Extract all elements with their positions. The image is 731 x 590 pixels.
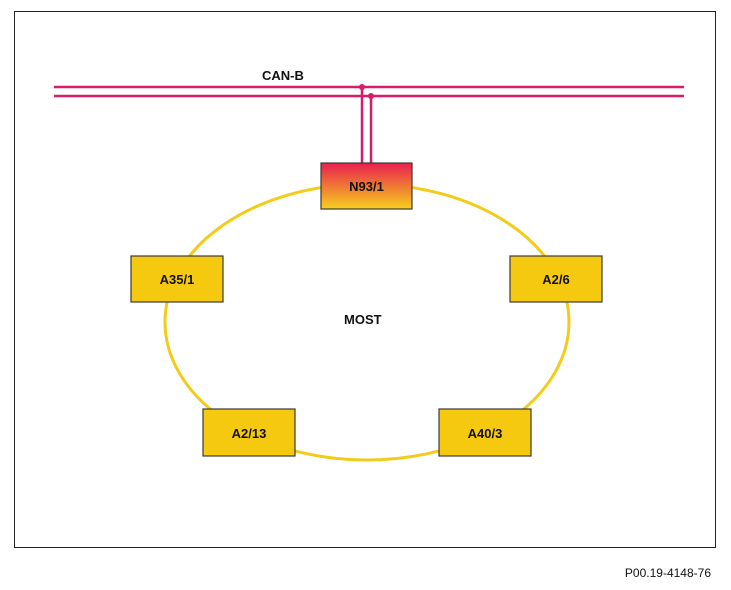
node-a40-3: A40/3 <box>438 408 532 457</box>
can-b-junction-2 <box>368 93 374 99</box>
most-label: MOST <box>344 312 382 327</box>
node-a35-1-box <box>130 255 224 303</box>
can-b-label: CAN-B <box>262 68 304 83</box>
node-n93-1: N93/1 <box>320 162 413 210</box>
node-a2-6: A2/6 <box>509 255 603 303</box>
can-b-junction-1 <box>359 84 365 90</box>
node-a2-13-label: A2/13 <box>232 426 267 441</box>
node-a2-13: A2/13 <box>202 408 296 457</box>
can-b-bus <box>54 84 684 164</box>
node-a2-6-label: A2/6 <box>542 272 569 287</box>
node-n93-1-label: N93/1 <box>349 179 384 194</box>
node-a2-13-box <box>202 408 296 457</box>
node-a40-3-label: A40/3 <box>468 426 503 441</box>
figure-id: P00.19-4148-76 <box>624 566 711 580</box>
node-a35-1-label: A35/1 <box>160 272 195 287</box>
node-a2-6-box <box>509 255 603 303</box>
node-a35-1: A35/1 <box>130 255 224 303</box>
node-a40-3-box <box>438 408 532 457</box>
node-n93-1-box <box>320 162 413 210</box>
